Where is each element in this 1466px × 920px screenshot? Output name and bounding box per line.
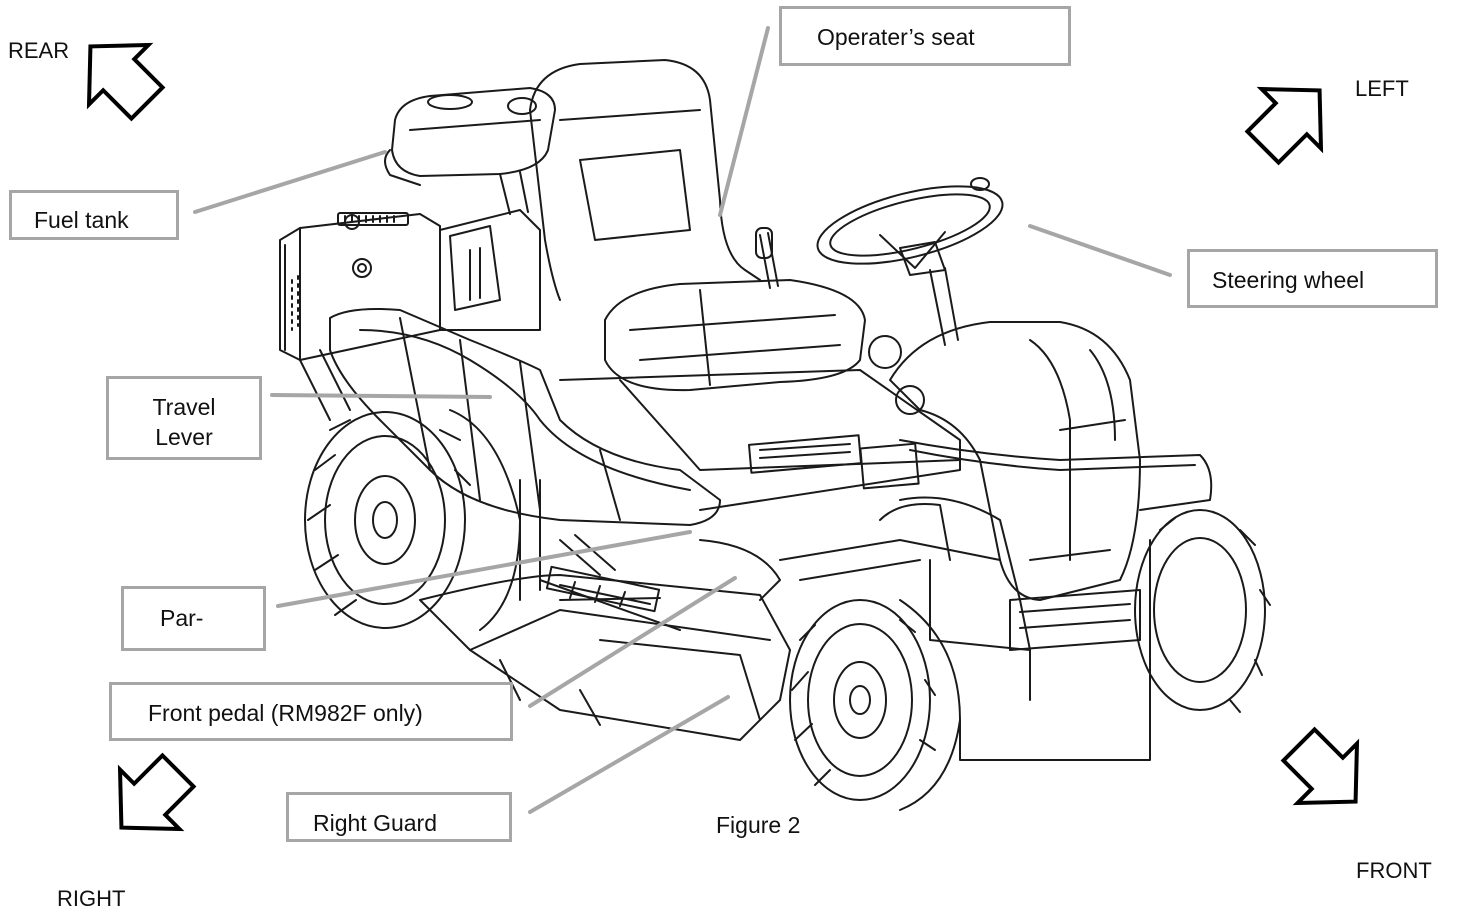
- steering-wheel-callout: Steering wheel: [1187, 249, 1438, 308]
- front-left-wheel: [1134, 509, 1271, 713]
- left-arrow-icon: [1244, 86, 1324, 166]
- fuel-tank-callout: Fuel tank: [9, 190, 179, 240]
- steering-shape: [755, 177, 1004, 346]
- travel-lever-callout: Travel Lever: [106, 376, 262, 460]
- parking-label: Par-: [160, 605, 204, 631]
- travel-lever-label: Travel Lever: [152, 394, 216, 450]
- right-guard-label: Right Guard: [313, 810, 438, 836]
- front-label: FRONT: [1356, 858, 1432, 883]
- rear-arrow-icon: [86, 42, 166, 122]
- rear-right-wheel: [304, 409, 521, 631]
- right-arrow-icon: [117, 752, 197, 832]
- front-pedal-label: Front pedal (RM982F only): [148, 700, 423, 726]
- parking-callout: Par-: [121, 586, 266, 651]
- engine-housing: [279, 209, 541, 361]
- steering-wheel-label: Steering wheel: [1212, 267, 1365, 293]
- right-label: RIGHT: [57, 886, 126, 911]
- front-arrow-icon: [1280, 726, 1360, 806]
- seat-shape: [529, 59, 866, 392]
- right-guard-callout: Right Guard: [286, 792, 512, 842]
- leader-lines: [193, 26, 1172, 814]
- operators-seat-label: Operater’s seat: [817, 24, 975, 50]
- fuel-tank-shape: [384, 87, 556, 215]
- left-label: LEFT: [1355, 76, 1409, 101]
- fuel-tank-label: Fuel tank: [34, 207, 129, 233]
- figure-caption: Figure 2: [716, 812, 801, 838]
- rear-label: REAR: [8, 38, 70, 63]
- platform: [559, 335, 961, 511]
- fender-body: [329, 308, 721, 526]
- front-pedal-callout: Front pedal (RM982F only): [109, 682, 513, 741]
- front-right-wheel: [789, 599, 961, 811]
- operators-seat-callout: Operater’s seat: [779, 6, 1071, 66]
- chassis-lines: [299, 349, 1151, 761]
- front-hood: [889, 321, 1213, 651]
